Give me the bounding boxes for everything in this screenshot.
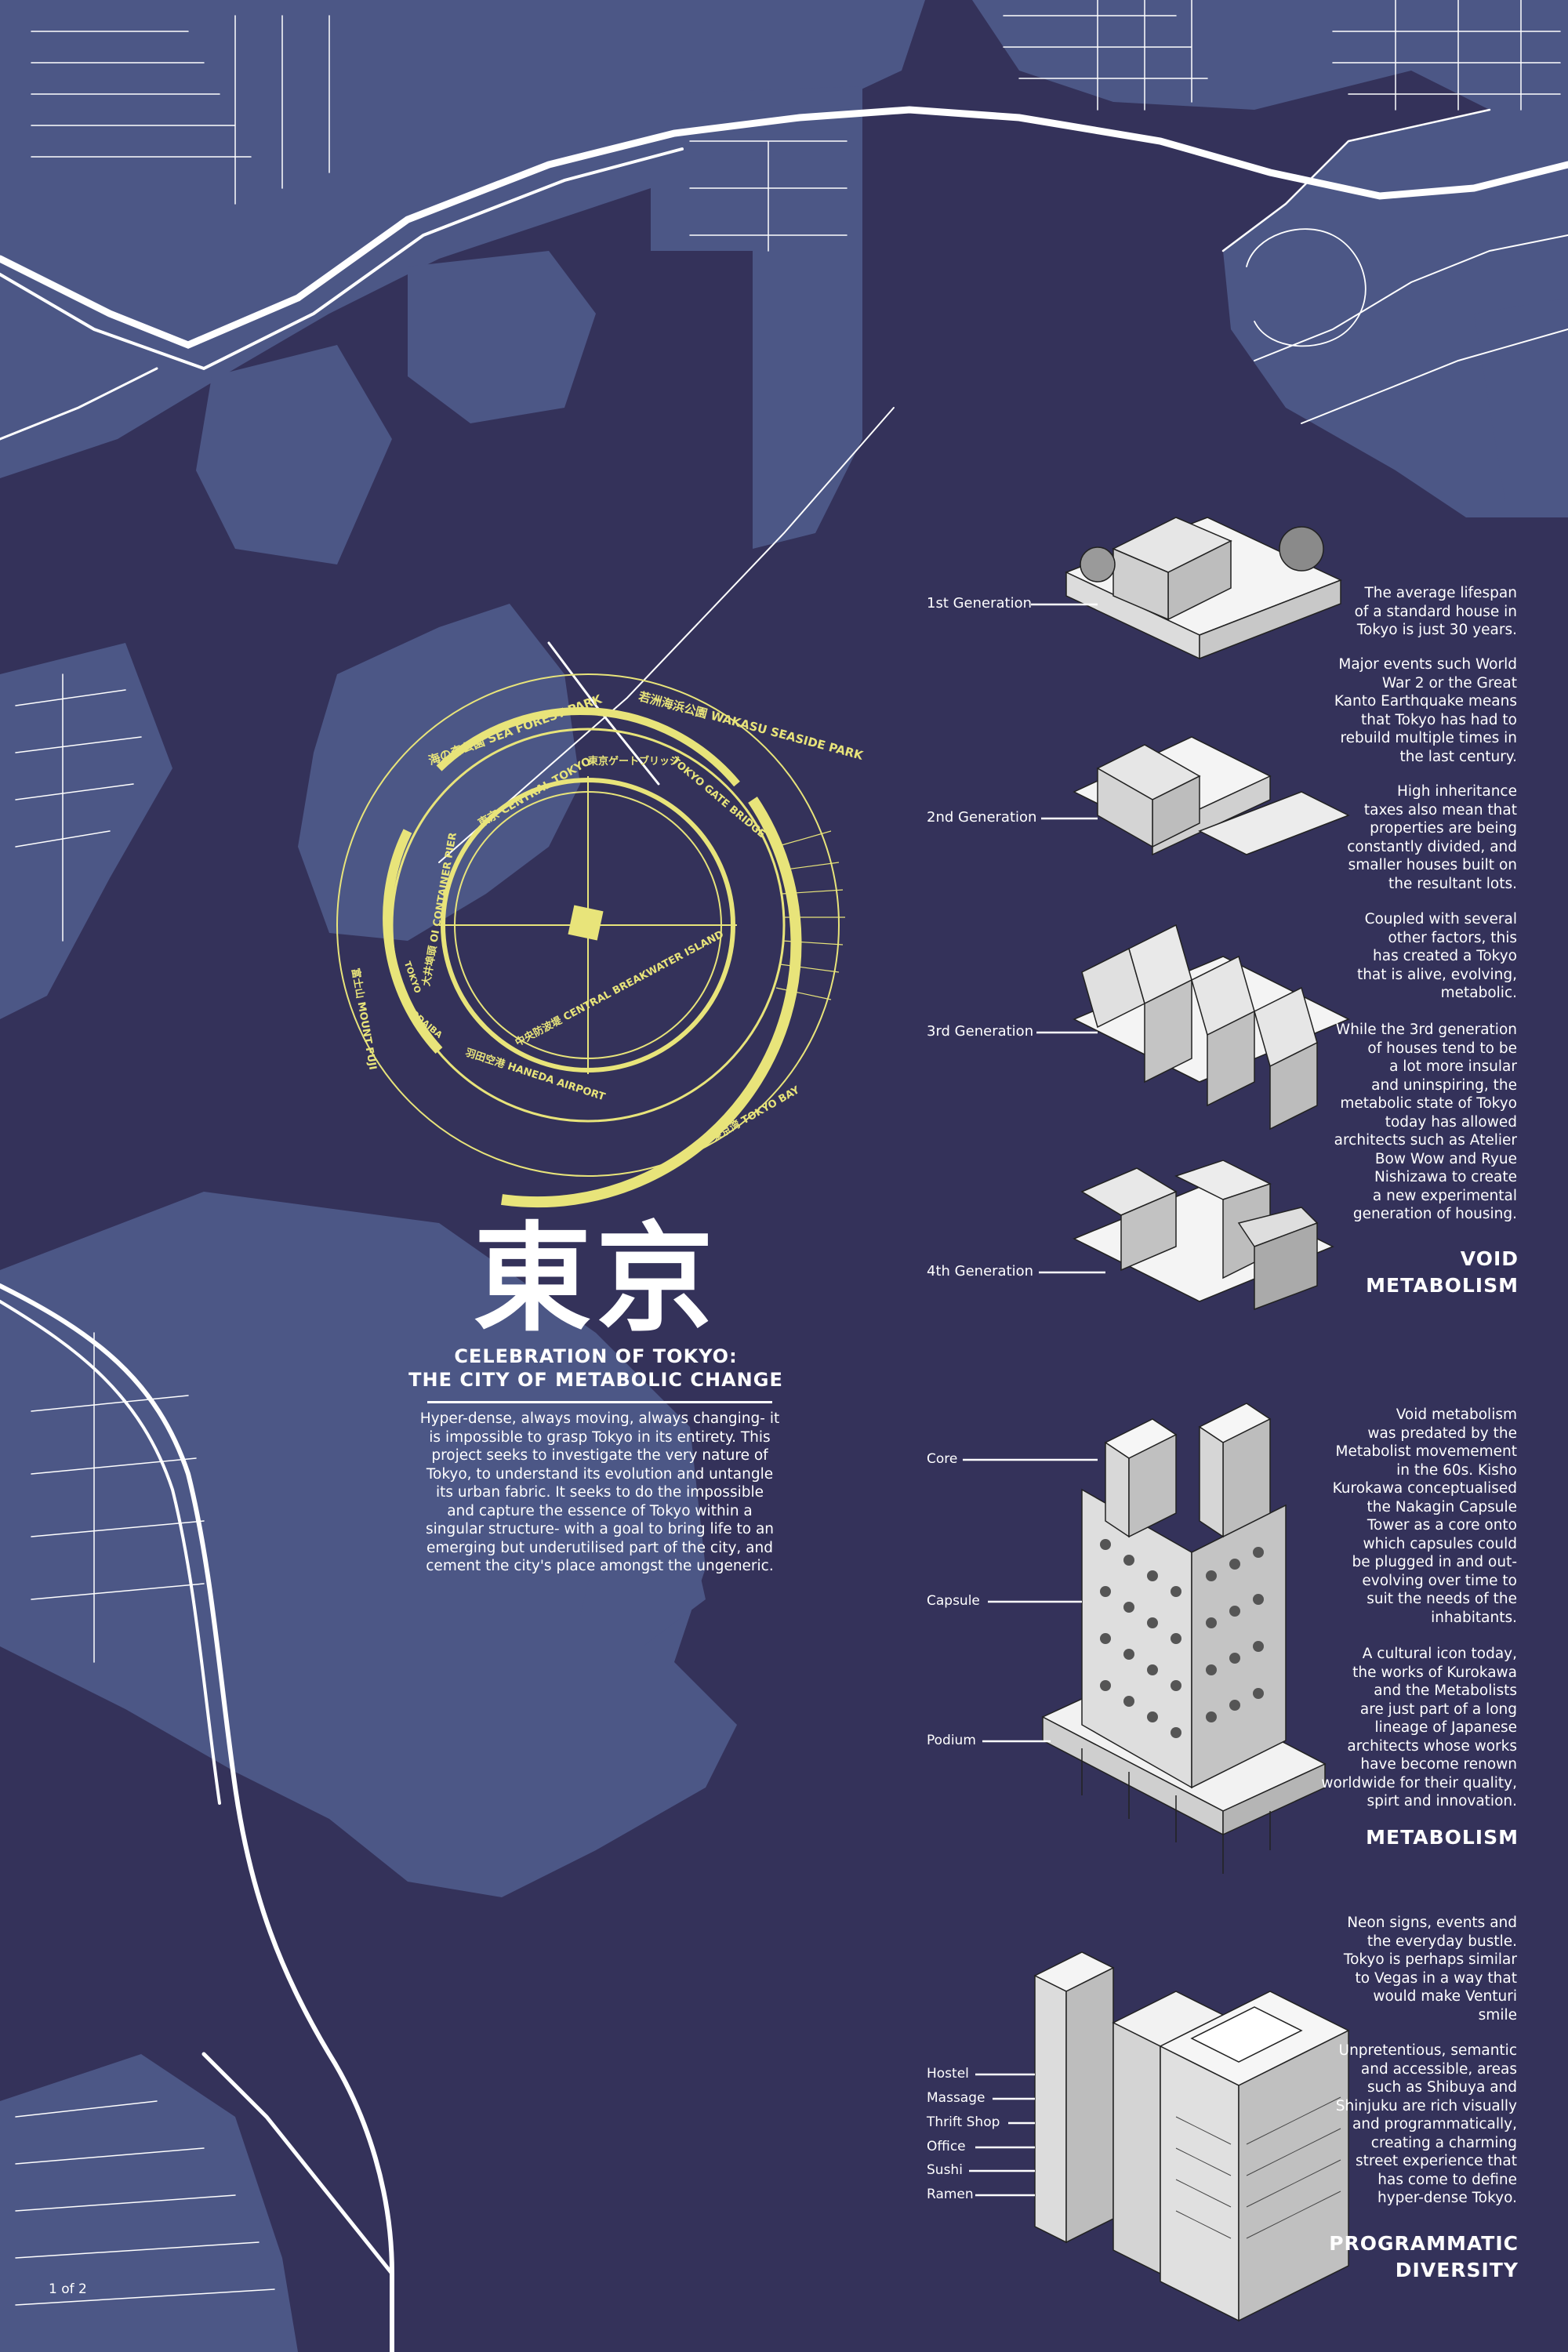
diversity-paragraph-2: Unpretentious, semantic and accessible, …	[1335, 2042, 1517, 2206]
land-bottom-left	[0, 2054, 298, 2352]
void-paragraph-2: Major events such World War 2 or the Gre…	[1334, 656, 1517, 765]
callout-hostel: Hostel	[927, 2066, 969, 2082]
callout-thrift-shop: Thrift Shop	[927, 2114, 1000, 2130]
house-2nd-generation	[1073, 736, 1350, 856]
metabolism-heading: METABOLISM	[1366, 1826, 1519, 1849]
page-title-kanji: 東京	[473, 1211, 718, 1348]
land-top-pier	[651, 86, 862, 549]
house-1st-generation	[1065, 517, 1342, 660]
metabolism-paragraph-1: Void metabolism was predated by the Meta…	[1332, 1406, 1517, 1626]
outer-thin-ring	[336, 673, 840, 1177]
top-thick-arc	[436, 706, 740, 787]
land-breakwater-island	[298, 604, 580, 941]
land-pier-left2	[196, 345, 392, 564]
void-paragraph-4: Coupled with several other factors, this…	[1356, 911, 1517, 1001]
generation-label-1: 1st Generation	[927, 595, 1033, 612]
ring-label-gate-bridge-jp: 東京ゲートブリッジ	[588, 756, 681, 768]
callout-office: Office	[927, 2139, 966, 2154]
generation-label-4: 4th Generation	[927, 1263, 1034, 1279]
diversity-heading-1: PROGRAMMATIC	[1329, 2232, 1519, 2255]
site-marker	[568, 905, 604, 941]
subtitle-line-1: CELEBRATION OF TOKYO:	[454, 1345, 738, 1367]
land-right-mid	[1474, 298, 1568, 517]
land-airport	[0, 1192, 737, 1897]
callout-ramen: Ramen	[927, 2187, 974, 2202]
void-paragraph-1: The average lifespan of a standard house…	[1354, 585, 1517, 638]
void-paragraph-3: High inheritance taxes also mean that pr…	[1347, 783, 1517, 892]
generation-label-2: 2nd Generation	[927, 809, 1037, 826]
page-number: 1 of 2	[49, 2281, 87, 2297]
left-thick-arc	[383, 829, 443, 1054]
void-metabolism-heading-1: VOID	[1460, 1247, 1519, 1270]
void-metabolism-heading-2: METABOLISM	[1366, 1274, 1519, 1297]
land-left-strip	[0, 643, 172, 1019]
diversity-paragraph-1: Neon signs, events and the everyday bust…	[1343, 1915, 1517, 2024]
intro-paragraph: Hyper-dense, always moving, always chang…	[419, 1410, 780, 1574]
void-paragraph-5: While the 3rd generation of houses tend …	[1334, 1022, 1517, 1222]
radial-ticks	[775, 830, 845, 1000]
callout-capsule: Capsule	[927, 1593, 980, 1609]
callout-massage: Massage	[927, 2090, 985, 2106]
land-small-island	[580, 1529, 706, 1646]
metabolism-paragraph-2: A cultural icon today, the works of Kuro…	[1321, 1646, 1517, 1809]
diversity-heading-2: DIVERSITY	[1395, 2259, 1519, 2281]
capsule-windows	[1100, 1539, 1264, 1738]
house-3rd-generation	[1073, 924, 1350, 1131]
title-divider	[427, 1401, 772, 1403]
subtitle-line-2: THE CITY OF METABOLIC CHANGE	[408, 1369, 783, 1391]
land-pier-left	[408, 251, 596, 423]
callout-podium: Podium	[927, 1733, 976, 1748]
outer-thick-arc	[501, 797, 802, 1208]
callout-sushi: Sushi	[927, 2162, 963, 2178]
land-top-right	[972, 0, 1568, 517]
generation-label-3: 3rd Generation	[927, 1023, 1034, 1040]
callout-core: Core	[927, 1451, 958, 1467]
building-windows	[1175, 2096, 1341, 2239]
house-4th-generation	[1073, 1160, 1334, 1311]
